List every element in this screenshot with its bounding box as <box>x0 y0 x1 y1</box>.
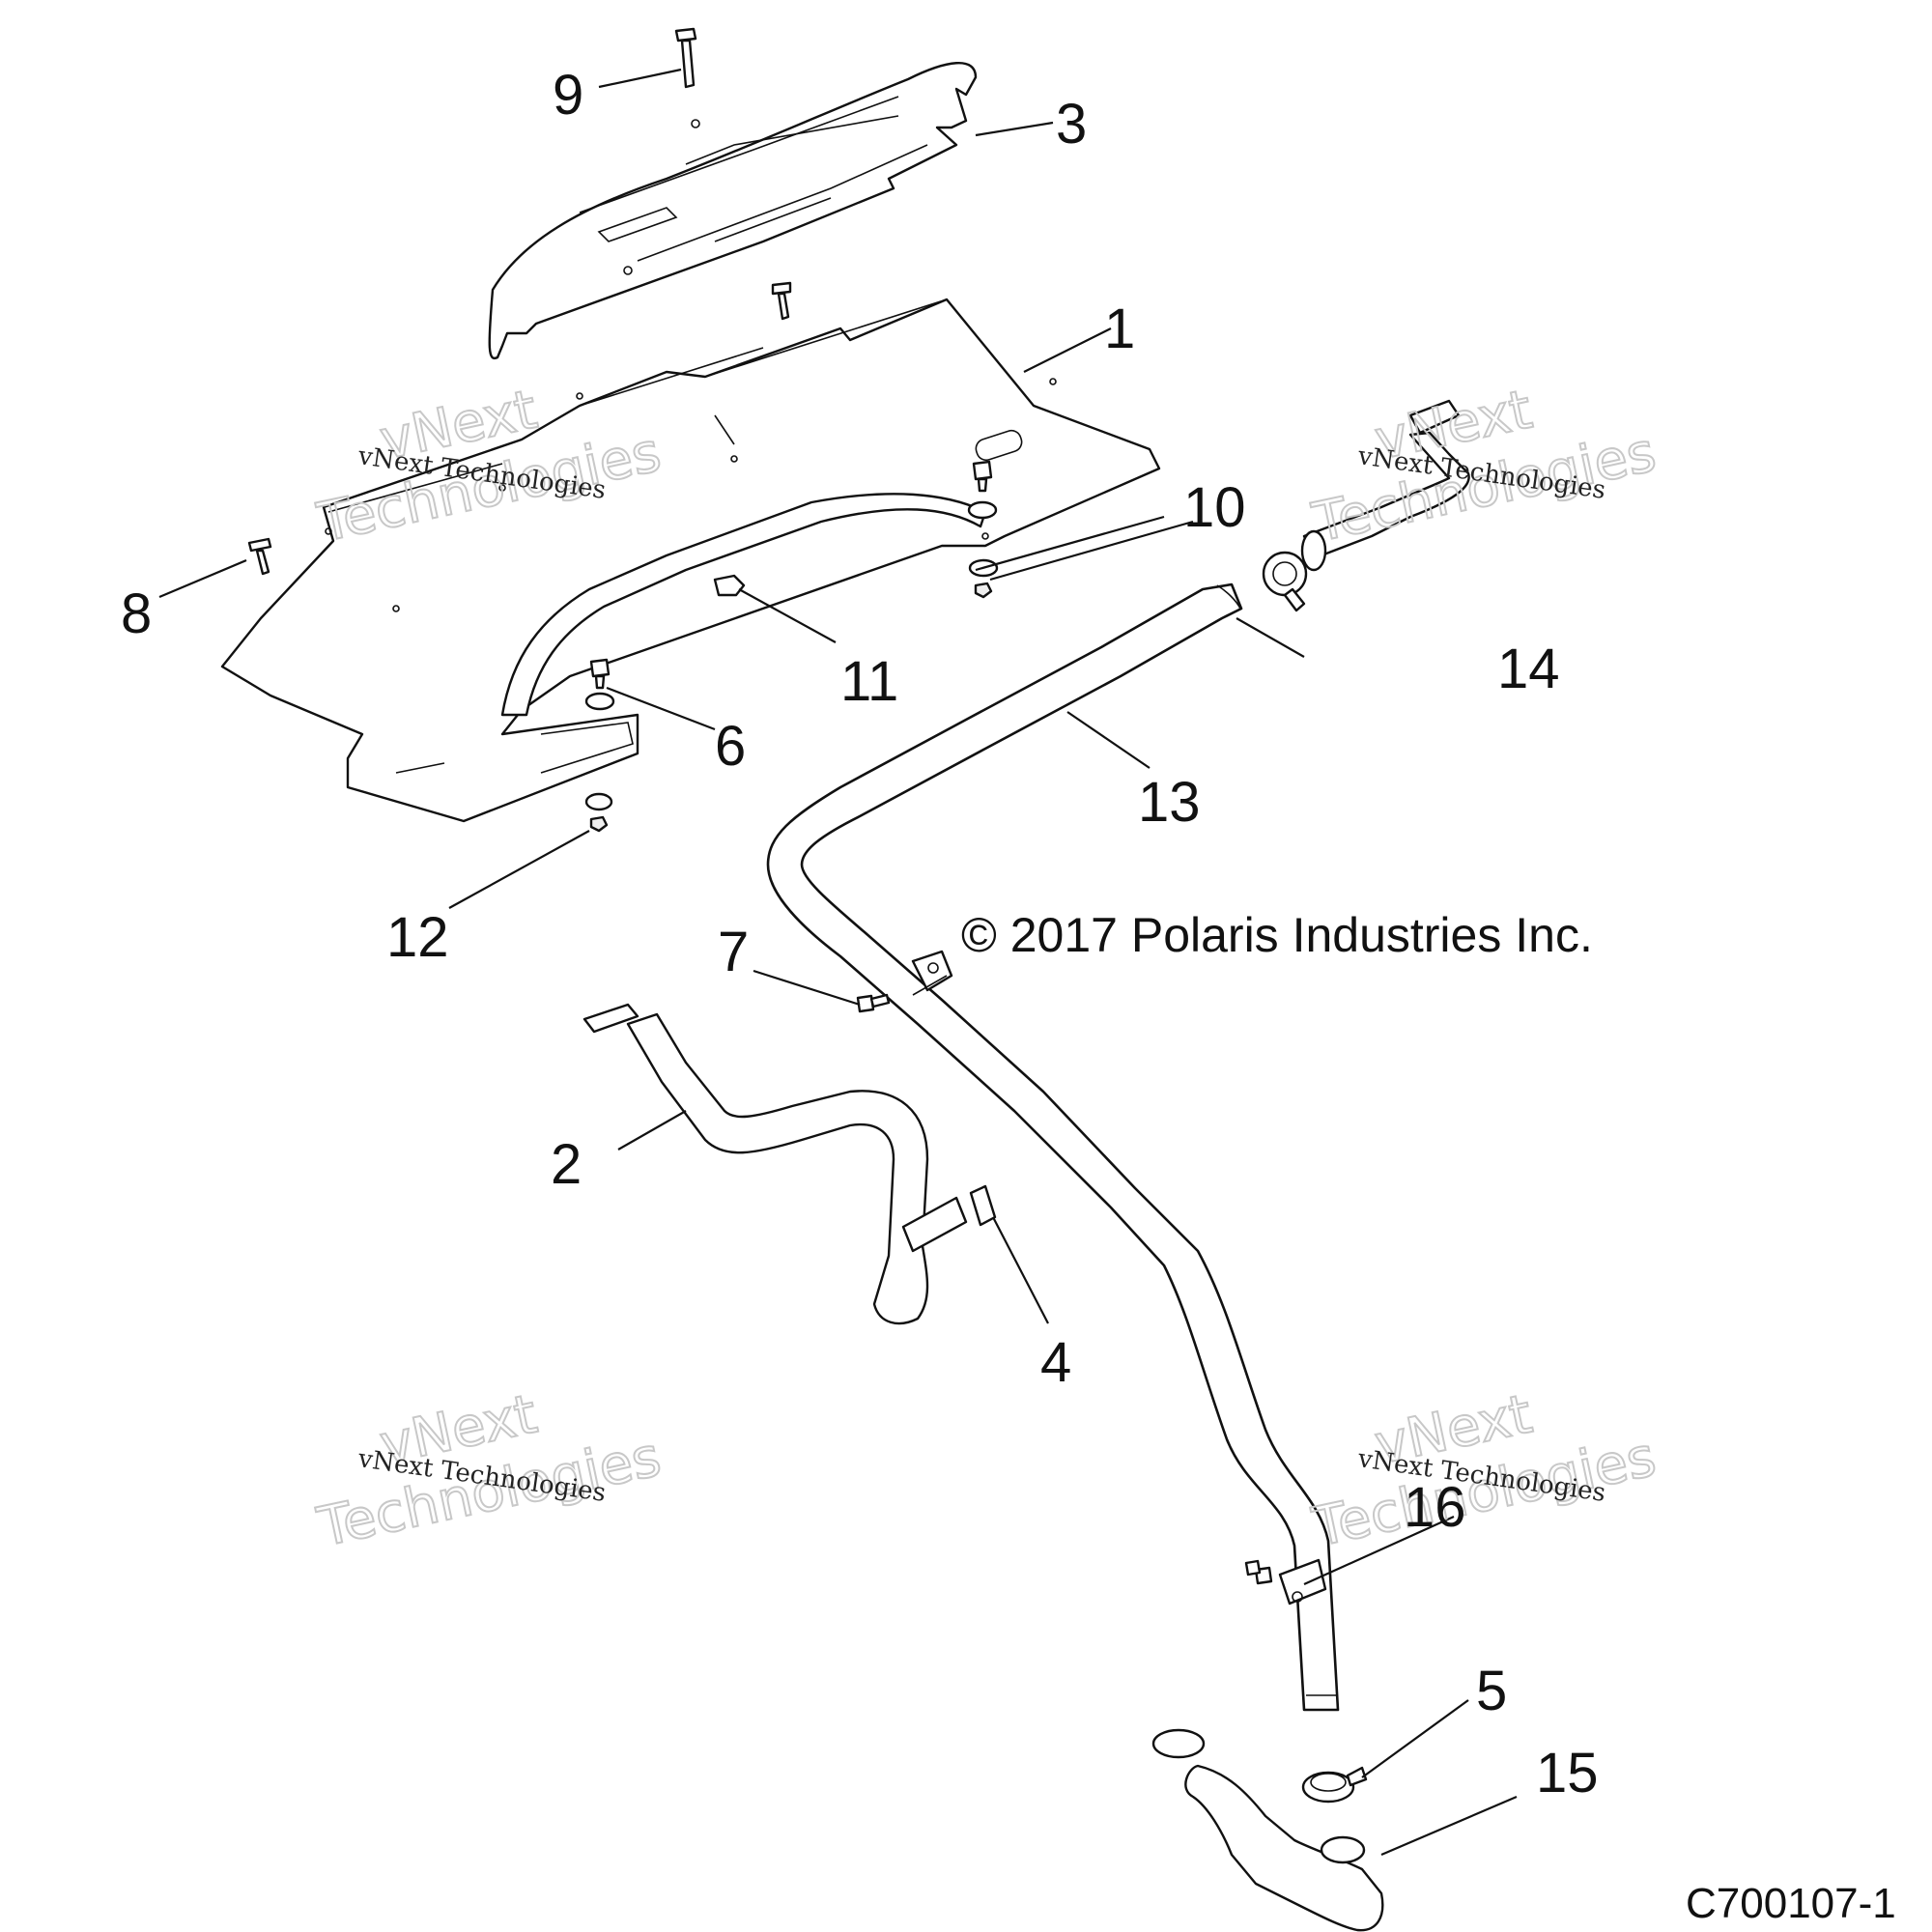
watermark-bottom-left: vNext Technologies <box>311 1381 667 1560</box>
part-13-pipe <box>766 582 1340 1712</box>
part-14-hose <box>1262 399 1470 612</box>
part-8-screw <box>247 537 272 576</box>
callout-14: 14 <box>1497 638 1560 700</box>
callout-9: 9 <box>553 64 583 127</box>
watermark-bottom-right: vNext Technologies <box>1306 1381 1662 1560</box>
part-4-clip <box>969 1184 997 1227</box>
callout-8: 8 <box>121 582 152 645</box>
callout-1: 1 <box>1104 298 1135 360</box>
callout-5: 5 <box>1476 1660 1507 1722</box>
callout-13: 13 <box>1138 771 1201 834</box>
push-rivet <box>771 281 792 321</box>
part-9-screw <box>674 27 697 89</box>
callout-10: 10 <box>1183 476 1246 539</box>
callout-15: 15 <box>1536 1742 1599 1804</box>
callout-16: 16 <box>1404 1476 1466 1539</box>
part-12-washer-nut <box>584 792 613 833</box>
part-1-heat-shield <box>220 298 1161 823</box>
part-6-bolt <box>584 658 615 711</box>
copyright-notice: © 2017 Polaris Industries Inc. <box>961 908 1593 962</box>
callout-6: 6 <box>715 715 746 778</box>
watermark-top-right: vNext Technologies <box>1306 377 1662 555</box>
part-2-hose <box>582 1003 968 1325</box>
part-16-bolt <box>1244 1559 1273 1585</box>
callout-11: 11 <box>840 650 898 713</box>
callout-12: 12 <box>386 906 449 969</box>
callout-2: 2 <box>551 1133 582 1196</box>
callout-7: 7 <box>718 921 749 983</box>
drawing-id: C700107-1 <box>1686 1880 1896 1927</box>
part-6-bolt-upper <box>967 460 998 520</box>
callout-3: 3 <box>1056 93 1087 156</box>
part-7-bolt <box>856 993 891 1013</box>
leader-lines <box>158 68 1518 1857</box>
part-3-heat-shield <box>488 62 978 360</box>
part-15-hose <box>1151 1728 1384 1932</box>
part-5-clamp <box>1301 1766 1368 1804</box>
callout-4: 4 <box>1040 1331 1071 1394</box>
